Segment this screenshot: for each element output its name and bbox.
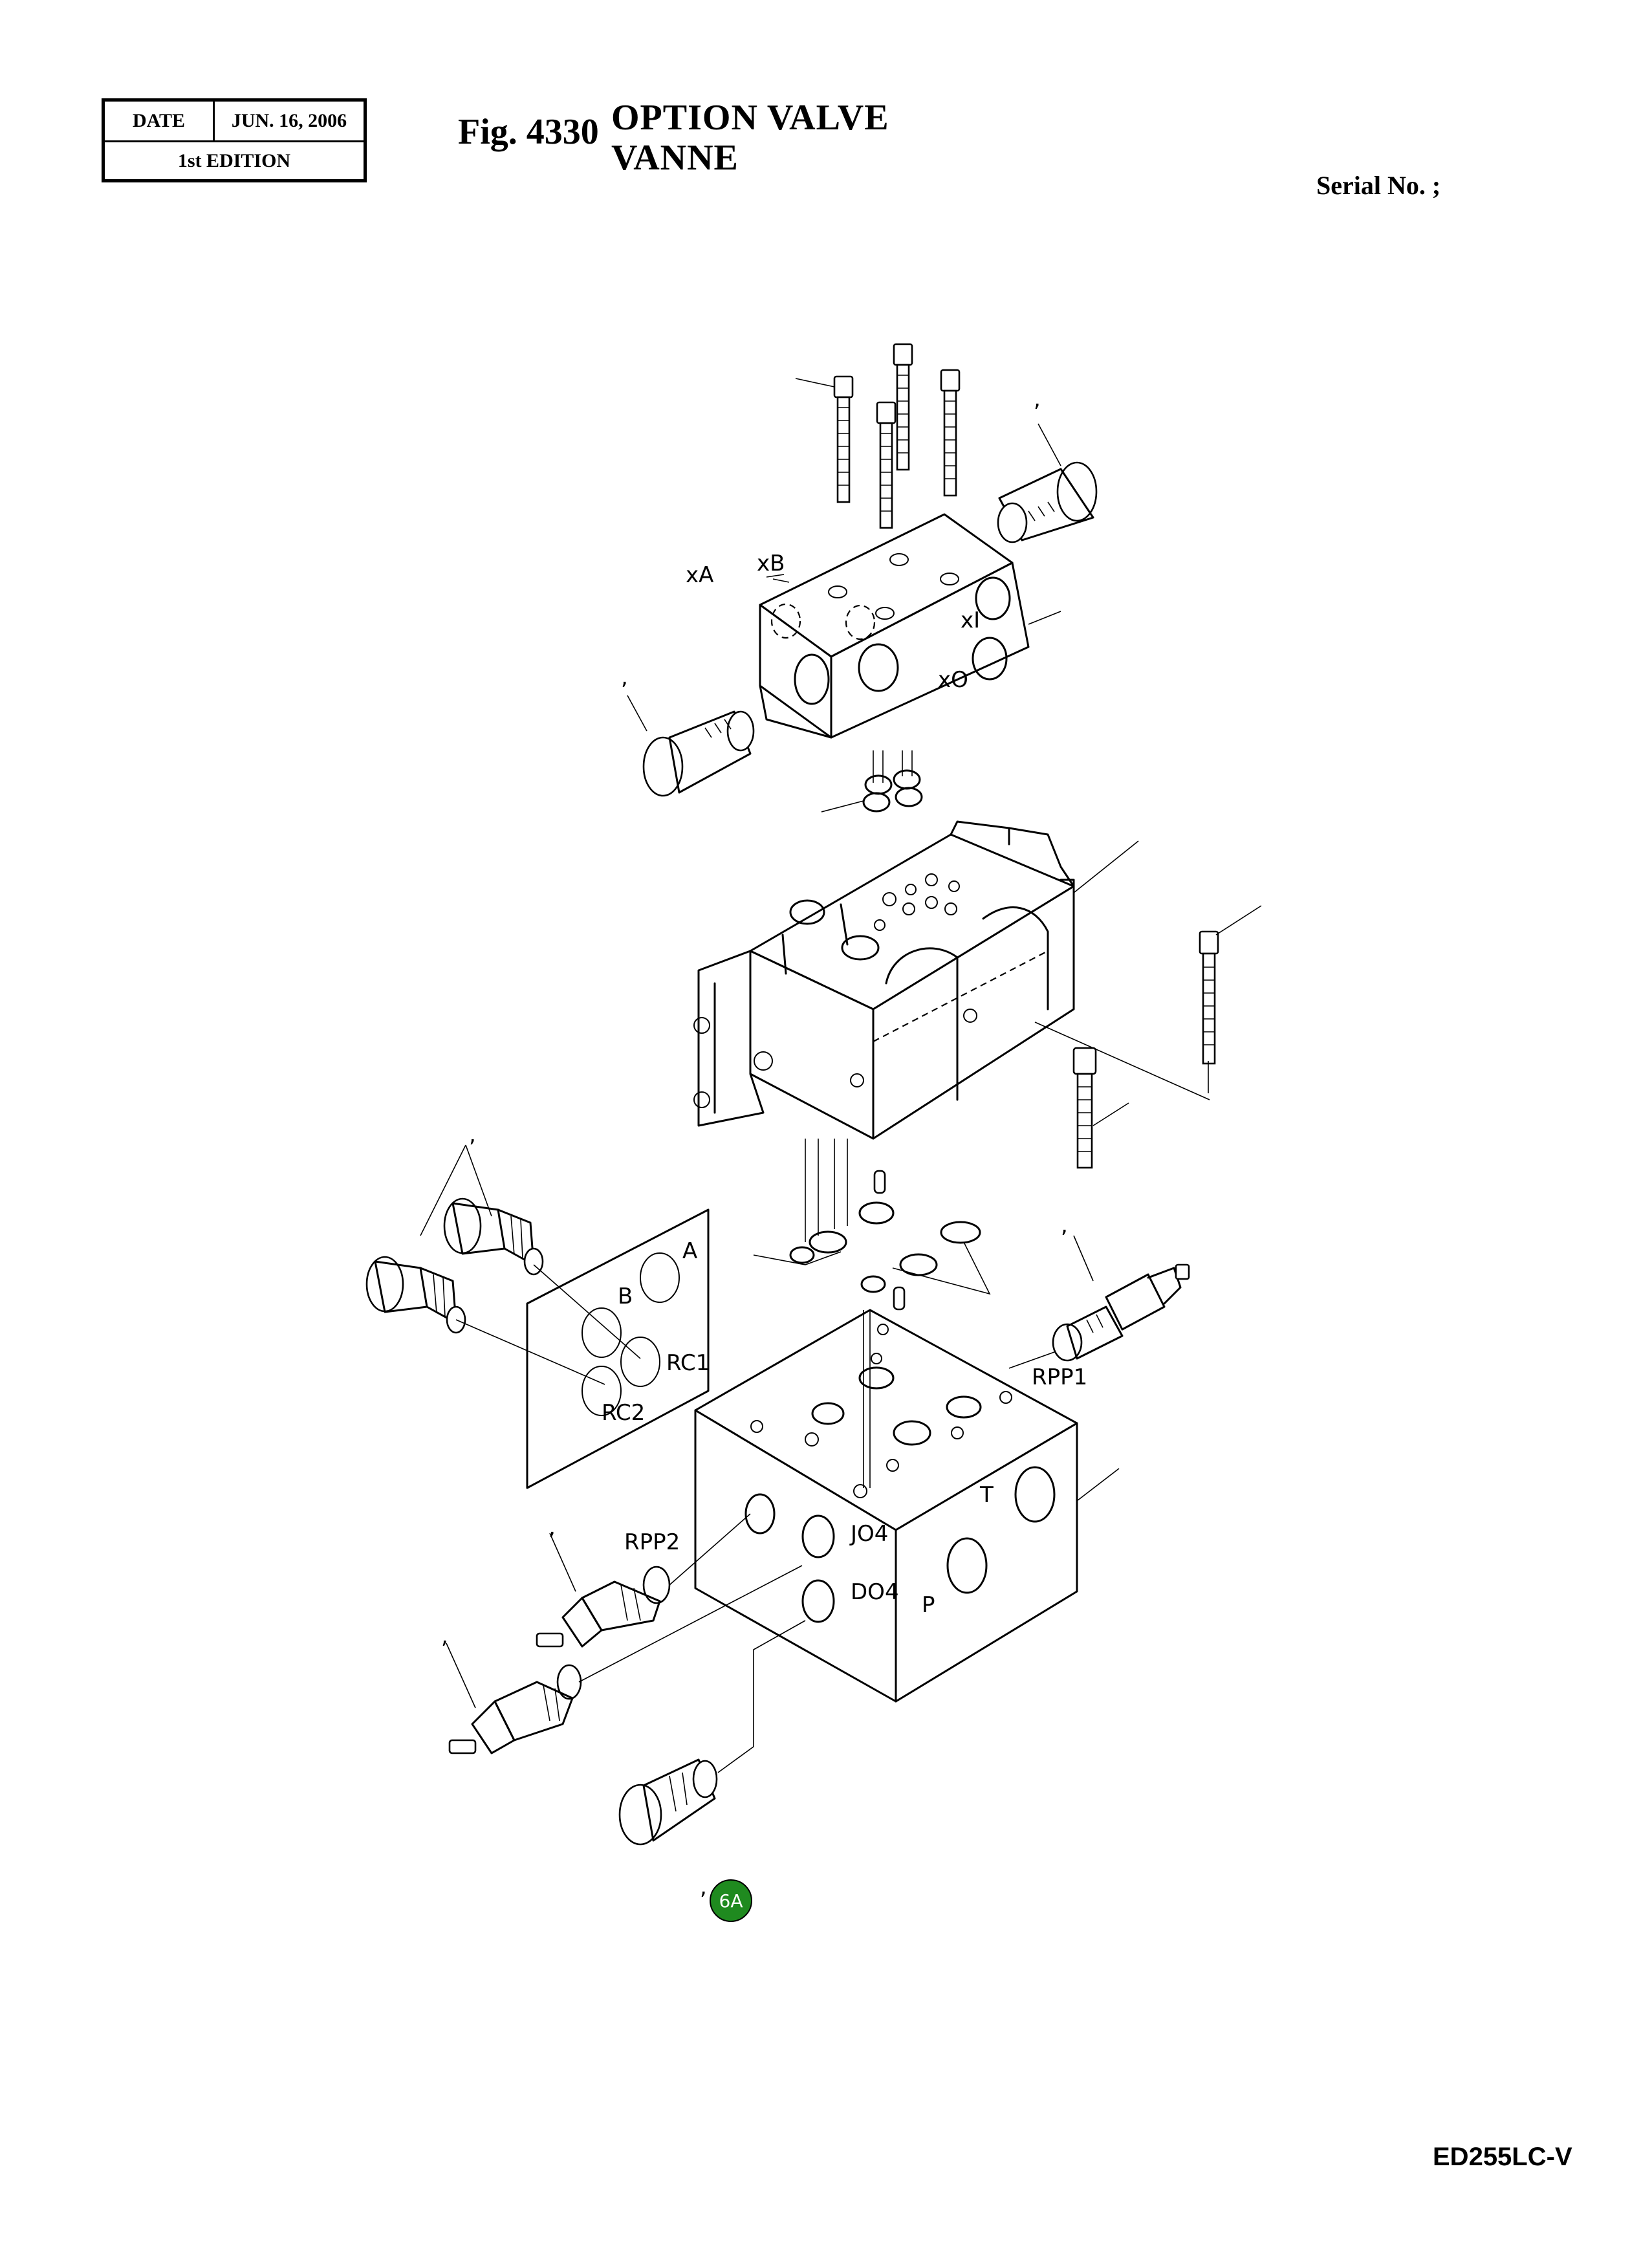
o-ring-set-top — [821, 750, 923, 813]
port-face-left — [455, 1208, 710, 1489]
cartridge-plug-top-right — [997, 423, 1098, 543]
edition-label: 1st EDITION — [177, 149, 291, 171]
main-valve-body — [693, 820, 1210, 1140]
model-code: ED255LC-V — [1433, 2143, 1572, 2171]
figure-title-fr: VANNE — [611, 138, 739, 178]
port-label-xB: xB — [757, 551, 785, 576]
relief-cartridge — [443, 1197, 544, 1276]
cap-screw — [876, 401, 897, 529]
port-label-RPP1: RPP1 — [1032, 1364, 1087, 1390]
port-label-xA: xA — [686, 562, 713, 588]
port-label-DO4: DO4 — [851, 1579, 899, 1605]
right-bolts — [1072, 905, 1262, 1169]
callout-mark: , — [549, 1514, 556, 1540]
port-label-RPP2: RPP2 — [624, 1529, 680, 1555]
figure-title-en: OPTION VALVE — [611, 98, 889, 138]
cap-screw — [893, 343, 913, 471]
cartridge-plug-left — [627, 695, 755, 797]
cap-screw — [1199, 905, 1262, 1093]
relief-cartridge — [365, 1256, 466, 1334]
serial-number: Serial No. ; — [1316, 171, 1441, 200]
callout-badge-6a[interactable]: 6A — [710, 1879, 752, 1922]
date-value: JUN. 16, 2006 — [231, 110, 347, 131]
cap-screw — [940, 369, 961, 497]
bottom-plug — [618, 1620, 806, 1846]
port-label-xI: xI — [961, 607, 980, 633]
callout-mark: , — [700, 1874, 707, 1900]
o-ring-set-middle — [753, 1139, 991, 1311]
port-label-JO4: JO4 — [849, 1521, 888, 1547]
cap-screw — [1072, 1047, 1129, 1169]
cap-screw — [833, 375, 854, 503]
callout-marks: , , , , , , , — [441, 386, 1068, 1900]
port-labels: xA xB xI xO A B RC1 RC2 RPP1 RPP2 JO4 DO… — [602, 551, 1087, 1618]
callout-badge-label: 6A — [719, 1890, 743, 1912]
callout-mark: , — [441, 1623, 448, 1649]
top-cover-block — [759, 513, 1061, 739]
bottom-manifold-block — [694, 1309, 1120, 1703]
port-label-RC1: RC1 — [666, 1350, 710, 1376]
relief-cartridge-pair-left — [365, 1144, 544, 1334]
port-label-xO: xO — [938, 667, 968, 693]
relief-cartridge-lower-left — [446, 1565, 803, 1754]
rpp2-cartridge — [536, 1513, 751, 1648]
port-label-B: B — [618, 1283, 633, 1309]
callout-mark: , — [1034, 386, 1041, 412]
port-label-A: A — [682, 1238, 697, 1264]
callout-mark: , — [621, 664, 628, 690]
rpp1-cartridge — [1008, 1235, 1190, 1369]
figure-number: Fig. 4330 — [458, 112, 599, 152]
top-bolts — [795, 343, 961, 529]
callout-mark: , — [1061, 1212, 1068, 1238]
date-row: DATE JUN. 16, 2006 — [105, 102, 364, 142]
date-box: DATE JUN. 16, 2006 1st EDITION — [102, 98, 367, 182]
callout-mark: , — [469, 1122, 476, 1148]
date-label: DATE — [105, 102, 215, 140]
port-label-RC2: RC2 — [602, 1400, 645, 1426]
port-label-P: P — [922, 1592, 935, 1618]
port-label-T: T — [979, 1482, 994, 1508]
